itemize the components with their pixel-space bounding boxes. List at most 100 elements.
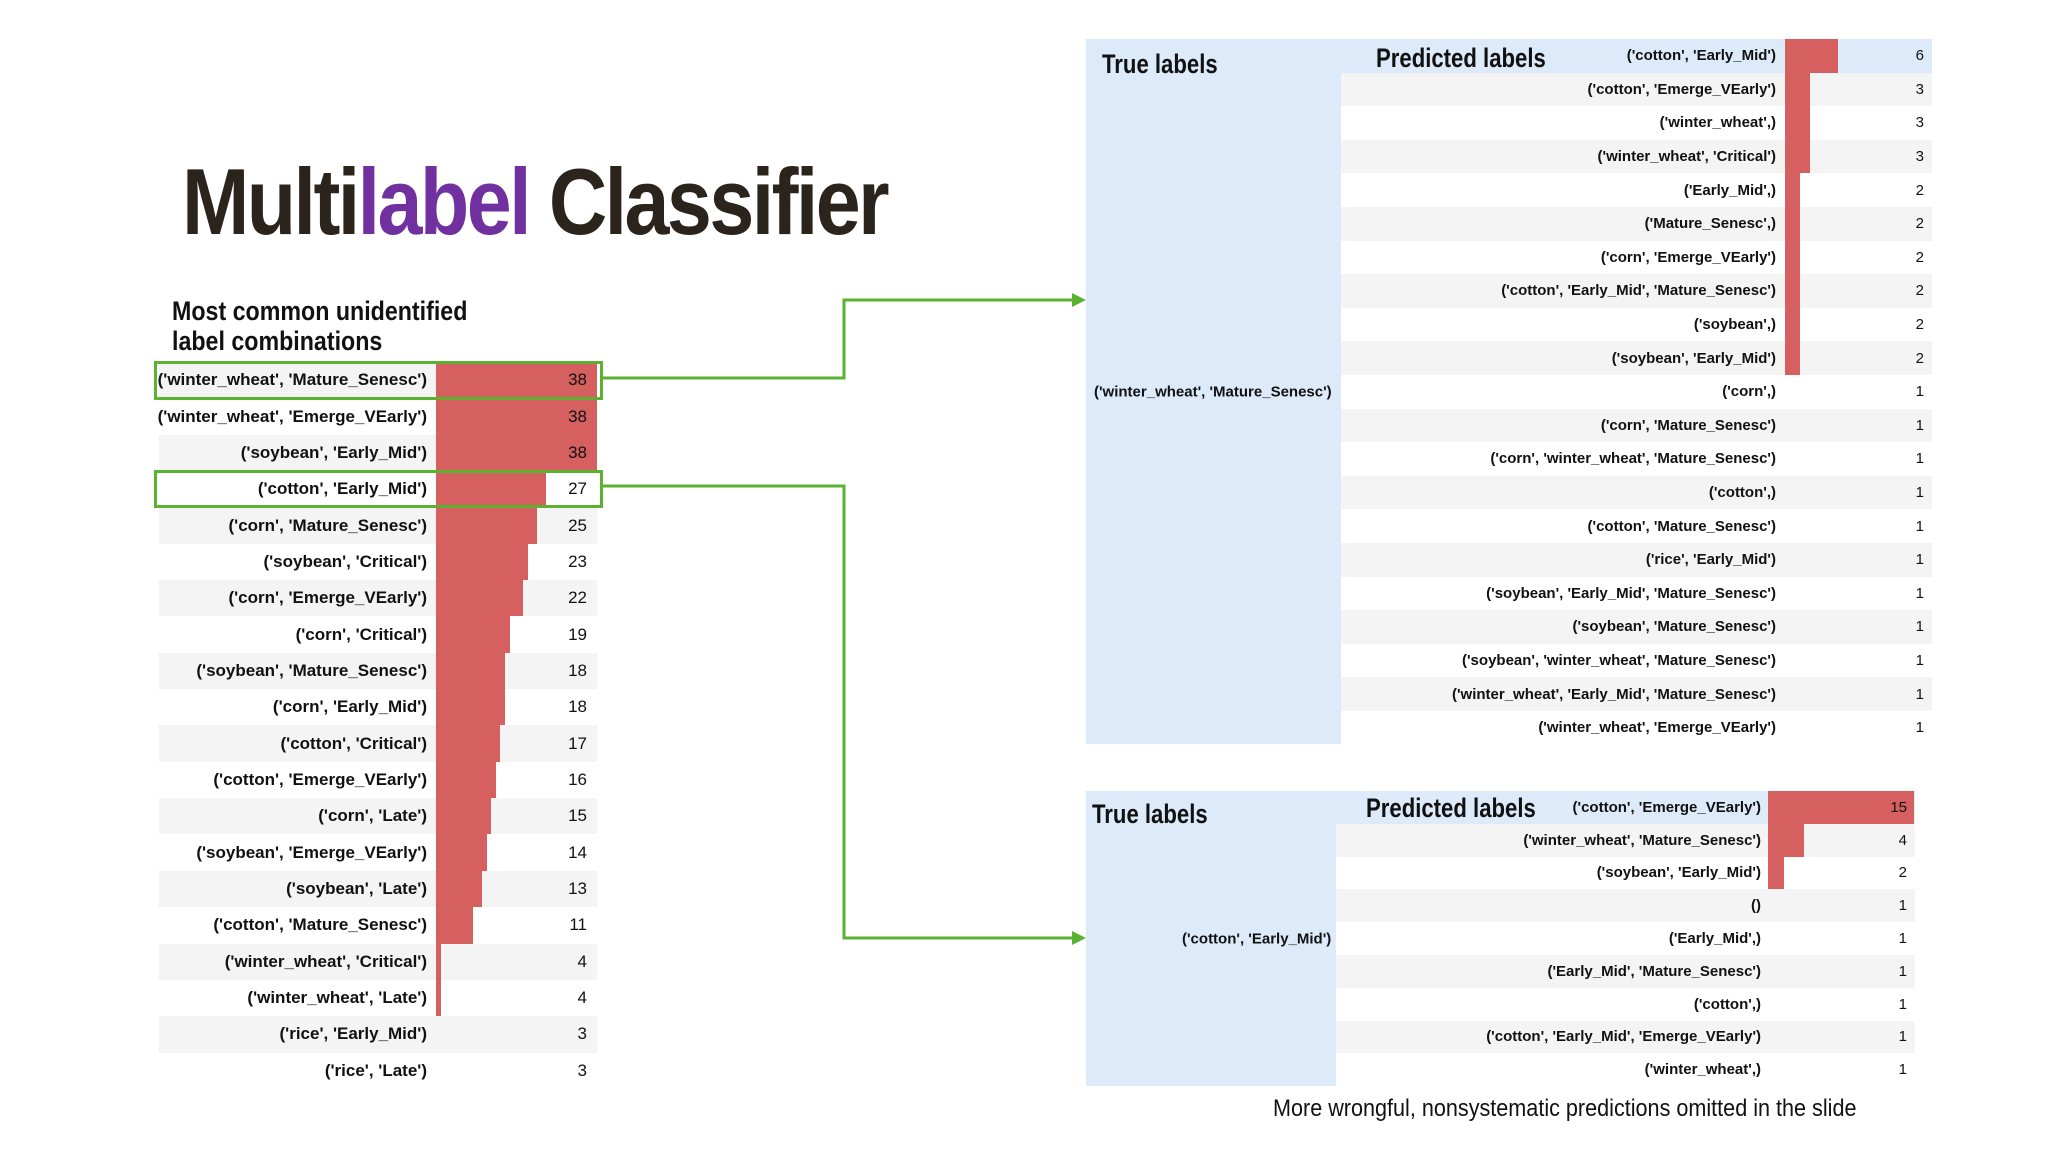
predicted-label: ('Early_Mid',) [1668, 930, 1761, 948]
predicted-label: ('Early_Mid',) [1683, 181, 1776, 199]
arrowhead-top-icon [1072, 293, 1086, 307]
true-labels-column [1086, 791, 1336, 1086]
table-row: ('cotton', 'Early_Mid')27 [159, 471, 597, 508]
bar [1785, 207, 1801, 241]
connector-top [603, 298, 1072, 380]
bar [436, 798, 492, 835]
slide-title: Multilabel Classifier [182, 148, 890, 256]
bar [436, 580, 524, 617]
row-label: ('soybean', 'Late') [286, 878, 427, 898]
predicted-label: ('soybean', 'Early_Mid') [1611, 349, 1776, 367]
prediction-row: ('winter_wheat',)1 [1336, 1053, 1915, 1086]
prediction-count: 1 [1915, 685, 1924, 703]
prediction-row: ('cotton',) 1 [1341, 475, 1932, 510]
table-row: ('corn', 'Early_Mid')18 [159, 689, 597, 726]
title-part1: Multi [182, 149, 360, 254]
prediction-count: 2 [1915, 248, 1924, 266]
predicted-label: ('rice', 'Early_Mid') [1645, 551, 1776, 569]
bar [1785, 173, 1801, 207]
true-labels-header: True labels [1092, 799, 1208, 829]
table-row: ('corn', 'Mature_Senesc') 25 [159, 507, 597, 544]
prediction-count: 3 [1915, 114, 1924, 132]
prediction-count: 1 [1915, 584, 1924, 602]
row-label: ('soybean', 'Mature_Senesc') [196, 660, 427, 680]
bar [436, 907, 473, 944]
prediction-count: 2 [1915, 282, 1924, 300]
prediction-row: ('soybean', 'Early_Mid') 2 [1336, 856, 1915, 890]
table-row: ('winter_wheat', 'Mature_Senesc')38 [157, 362, 597, 399]
predicted-labels-header: Predicted labels [1366, 793, 1536, 823]
predicted-label: ('soybean',) [1693, 316, 1776, 334]
table-row: ('soybean', 'Critical')23 [159, 543, 597, 581]
prediction-row: ('cotton', 'Mature_Senesc')1 [1341, 509, 1932, 543]
predicted-label: () [1751, 897, 1761, 915]
prediction-row: ('rice', 'Early_Mid')1 [1341, 543, 1932, 577]
prediction-count: 3 [1915, 148, 1924, 166]
left-heading-line2: label combinations [172, 326, 383, 356]
top-confusion-panel: ('cotton', 'Early_Mid')6('cotton', 'Emer… [1086, 39, 1932, 744]
prediction-count: 2 [1915, 181, 1924, 199]
predicted-label: ('winter_wheat', 'Early_Mid', 'Mature_Se… [1451, 685, 1776, 703]
row-value: 4 [577, 988, 587, 1008]
row-label: ('cotton', 'Critical') [280, 733, 427, 753]
row-label: ('rice', 'Late') [324, 1060, 427, 1080]
row-value: 38 [568, 406, 587, 426]
bar [436, 507, 538, 544]
prediction-row: ('winter_wheat', 'Emerge_VEarly')1 [1341, 711, 1932, 745]
table-row: ('soybean', 'Mature_Senesc') 18 [159, 652, 597, 690]
prediction-count: 1 [1915, 652, 1924, 670]
row-value: 13 [568, 878, 587, 898]
predicted-label: ('corn', 'winter_wheat', 'Mature_Senesc'… [1490, 450, 1776, 468]
row-label: ('winter_wheat', 'Late') [247, 988, 427, 1008]
table-row: ('corn', 'Emerge_VEarly') 22 [159, 580, 597, 617]
table-row: ('soybean', 'Early_Mid')38 [159, 434, 597, 472]
prediction-count: 2 [1898, 864, 1907, 882]
prediction-row: ('winter_wheat',)3 [1341, 106, 1932, 140]
prediction-count: 1 [1915, 484, 1924, 502]
true-labels-header: True labels [1102, 49, 1218, 79]
row-value: 18 [568, 660, 587, 680]
row-value: 19 [568, 624, 587, 644]
prediction-row: ('Early_Mid',)1 [1336, 922, 1915, 955]
row-label: ('corn', 'Emerge_VEarly') [228, 588, 427, 608]
prediction-count: 6 [1915, 47, 1924, 65]
row-label: ('rice', 'Early_Mid') [279, 1024, 428, 1044]
row-value: 15 [568, 806, 587, 826]
table-row: ('winter_wheat', 'Critical')4 [159, 943, 597, 980]
prediction-count: 1 [1915, 383, 1924, 401]
prediction-count: 2 [1915, 316, 1924, 334]
predicted-label: ('soybean', 'Early_Mid') [1596, 864, 1761, 882]
bar [436, 943, 441, 980]
predicted-label: ('cotton',) [1708, 484, 1776, 502]
prediction-count: 1 [1898, 1028, 1907, 1046]
highlight-box-cotton-early-mid [154, 470, 603, 508]
row-label: ('corn', 'Mature_Senesc') [228, 515, 427, 535]
row-value: 22 [568, 588, 587, 608]
bottom-confusion-panel: ('cotton', 'Emerge_VEarly')15('winter_wh… [1086, 791, 1915, 1086]
table-row: ('cotton', 'Emerge_VEarly')16 [159, 761, 597, 799]
prediction-row: ('soybean', 'Mature_Senesc')1 [1341, 610, 1932, 644]
predicted-label: ('soybean', 'Early_Mid', 'Mature_Senesc'… [1486, 584, 1776, 602]
row-label: ('soybean', 'Early_Mid') [240, 442, 427, 462]
row-value: 23 [568, 551, 587, 571]
title-accent: label [357, 149, 532, 254]
row-label: ('corn', 'Critical') [295, 624, 427, 644]
bar [1768, 791, 1914, 824]
row-value: 25 [568, 515, 587, 535]
row-value: 17 [568, 733, 587, 753]
prediction-row: ('winter_wheat', 'Critical')3 [1341, 139, 1932, 174]
predicted-labels-header: Predicted labels [1376, 43, 1546, 73]
bar [436, 761, 496, 799]
bar [436, 543, 528, 581]
predicted-label: ('cotton', 'Mature_Senesc') [1587, 517, 1776, 535]
row-value: 3 [577, 1060, 587, 1080]
bar [436, 362, 597, 399]
table-row: ('corn', 'Critical') 19 [159, 616, 597, 653]
prediction-count: 1 [1915, 618, 1924, 636]
true-label-value: ('cotton', 'Early_Mid') [1182, 930, 1332, 948]
row-label: ('soybean', 'Emerge_VEarly') [196, 842, 427, 862]
bar [1768, 823, 1804, 857]
row-label: ('winter_wheat', 'Mature_Senesc') [157, 370, 427, 390]
prediction-row: ('cotton',)1 [1336, 988, 1915, 1021]
table-row: ('winter_wheat', 'Late') 4 [159, 979, 597, 1017]
